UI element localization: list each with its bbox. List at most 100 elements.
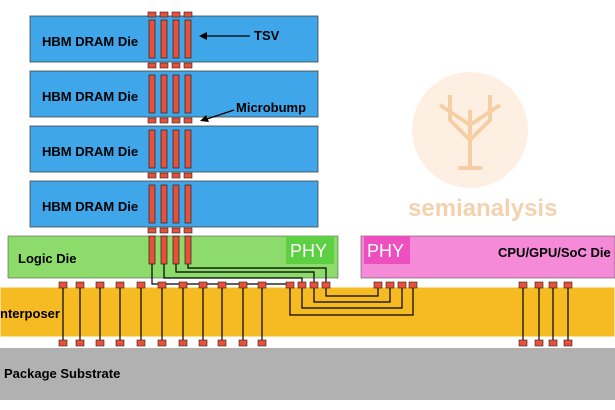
c4-bump bbox=[534, 339, 544, 347]
microbump bbox=[147, 117, 157, 124]
microbump bbox=[171, 11, 181, 18]
c4-bump-top bbox=[238, 281, 248, 289]
microbump bbox=[171, 117, 181, 124]
c4-bump-top bbox=[157, 281, 167, 289]
microbump bbox=[397, 281, 407, 289]
watermark: semianalysis bbox=[408, 72, 557, 222]
microbump-annotation: Microbump bbox=[200, 100, 306, 122]
microbump bbox=[147, 172, 157, 179]
tsv bbox=[172, 235, 180, 265]
soc-phy-label: PHY bbox=[367, 241, 404, 261]
tsv-label: TSV bbox=[254, 28, 280, 43]
microbump bbox=[159, 62, 169, 69]
microbump bbox=[171, 227, 181, 234]
microbump bbox=[159, 227, 169, 234]
dram-die-label: HBM DRAM Die bbox=[42, 199, 138, 214]
microbump bbox=[183, 117, 193, 124]
c4-bump bbox=[198, 339, 208, 347]
tsv bbox=[160, 74, 168, 114]
microbump-arrow-head bbox=[200, 115, 209, 122]
microbump bbox=[159, 117, 169, 124]
logic-die-label: Logic Die bbox=[18, 251, 77, 266]
microbump bbox=[373, 281, 383, 289]
tsv bbox=[160, 184, 168, 224]
microbump bbox=[408, 281, 418, 289]
dram-die-label: HBM DRAM Die bbox=[42, 89, 138, 104]
microbump bbox=[183, 62, 193, 69]
microbump bbox=[171, 62, 181, 69]
c4-bump bbox=[178, 339, 188, 347]
microbump bbox=[159, 11, 169, 18]
tsv bbox=[184, 19, 192, 59]
c4-bump-top bbox=[178, 281, 188, 289]
microbump bbox=[321, 281, 331, 289]
microbump bbox=[183, 172, 193, 179]
microbump bbox=[309, 281, 319, 289]
microbump bbox=[159, 172, 169, 179]
c4-bump bbox=[136, 339, 146, 347]
soc-phy bbox=[364, 236, 410, 264]
tsv bbox=[184, 74, 192, 114]
c4-bump bbox=[238, 339, 248, 347]
interposer-wiring bbox=[289, 287, 414, 316]
microbump-label: Microbump bbox=[236, 100, 306, 115]
c4-bump-top bbox=[257, 281, 267, 289]
c4-bump bbox=[95, 339, 105, 347]
c4-bump bbox=[157, 339, 167, 347]
c4-bump bbox=[217, 339, 227, 347]
tsv bbox=[172, 74, 180, 114]
interposer-label: nterposer bbox=[0, 306, 60, 321]
c4-bump bbox=[548, 339, 558, 347]
c4-bump bbox=[518, 339, 528, 347]
c4-bump bbox=[58, 339, 68, 347]
microbump bbox=[183, 11, 193, 18]
package-substrate bbox=[0, 348, 615, 400]
tsv bbox=[172, 19, 180, 59]
tsv bbox=[148, 184, 156, 224]
tsv bbox=[160, 129, 168, 169]
c4-bump-top bbox=[75, 281, 85, 289]
c4-bump-top bbox=[534, 281, 544, 289]
c4-bump-top bbox=[95, 281, 105, 289]
tsv bbox=[160, 235, 168, 265]
c4-bump-top bbox=[563, 281, 573, 289]
tsv bbox=[148, 129, 156, 169]
c4-bump-top bbox=[58, 281, 68, 289]
c4-bump bbox=[115, 339, 125, 347]
soc-die-label: CPU/GPU/SoC Die bbox=[498, 245, 611, 260]
tsv bbox=[148, 74, 156, 114]
microbump bbox=[297, 281, 307, 289]
tsv-annotation: TSV bbox=[199, 28, 280, 43]
tsv bbox=[160, 19, 168, 59]
tsv bbox=[184, 235, 192, 265]
tsv bbox=[172, 129, 180, 169]
tsv bbox=[148, 235, 156, 265]
dram-die-label: HBM DRAM Die bbox=[42, 144, 138, 159]
interposer bbox=[0, 286, 615, 338]
bump-array bbox=[58, 281, 573, 347]
c4-bump-top bbox=[518, 281, 528, 289]
c4-bump-top bbox=[548, 281, 558, 289]
tsv bbox=[172, 184, 180, 224]
c4-bump-top bbox=[217, 281, 227, 289]
tsv bbox=[148, 19, 156, 59]
tsv-columns bbox=[147, 11, 193, 265]
microbump bbox=[147, 11, 157, 18]
microbump bbox=[183, 227, 193, 234]
watermark-text: semianalysis bbox=[408, 195, 557, 222]
c4-bump bbox=[257, 339, 267, 347]
logic-phy-label: PHY bbox=[290, 241, 327, 261]
c4-bump bbox=[563, 339, 573, 347]
c4-bump-top bbox=[198, 281, 208, 289]
microbump bbox=[385, 281, 395, 289]
microbump bbox=[147, 62, 157, 69]
c4-bump-top bbox=[115, 281, 125, 289]
c4-bump-top bbox=[136, 281, 146, 289]
microbump-arrow bbox=[203, 109, 235, 121]
tsv bbox=[184, 184, 192, 224]
tsv bbox=[184, 129, 192, 169]
logic-phy bbox=[286, 236, 334, 264]
substrate-label: Package Substrate bbox=[4, 366, 120, 381]
c4-bump bbox=[75, 339, 85, 347]
